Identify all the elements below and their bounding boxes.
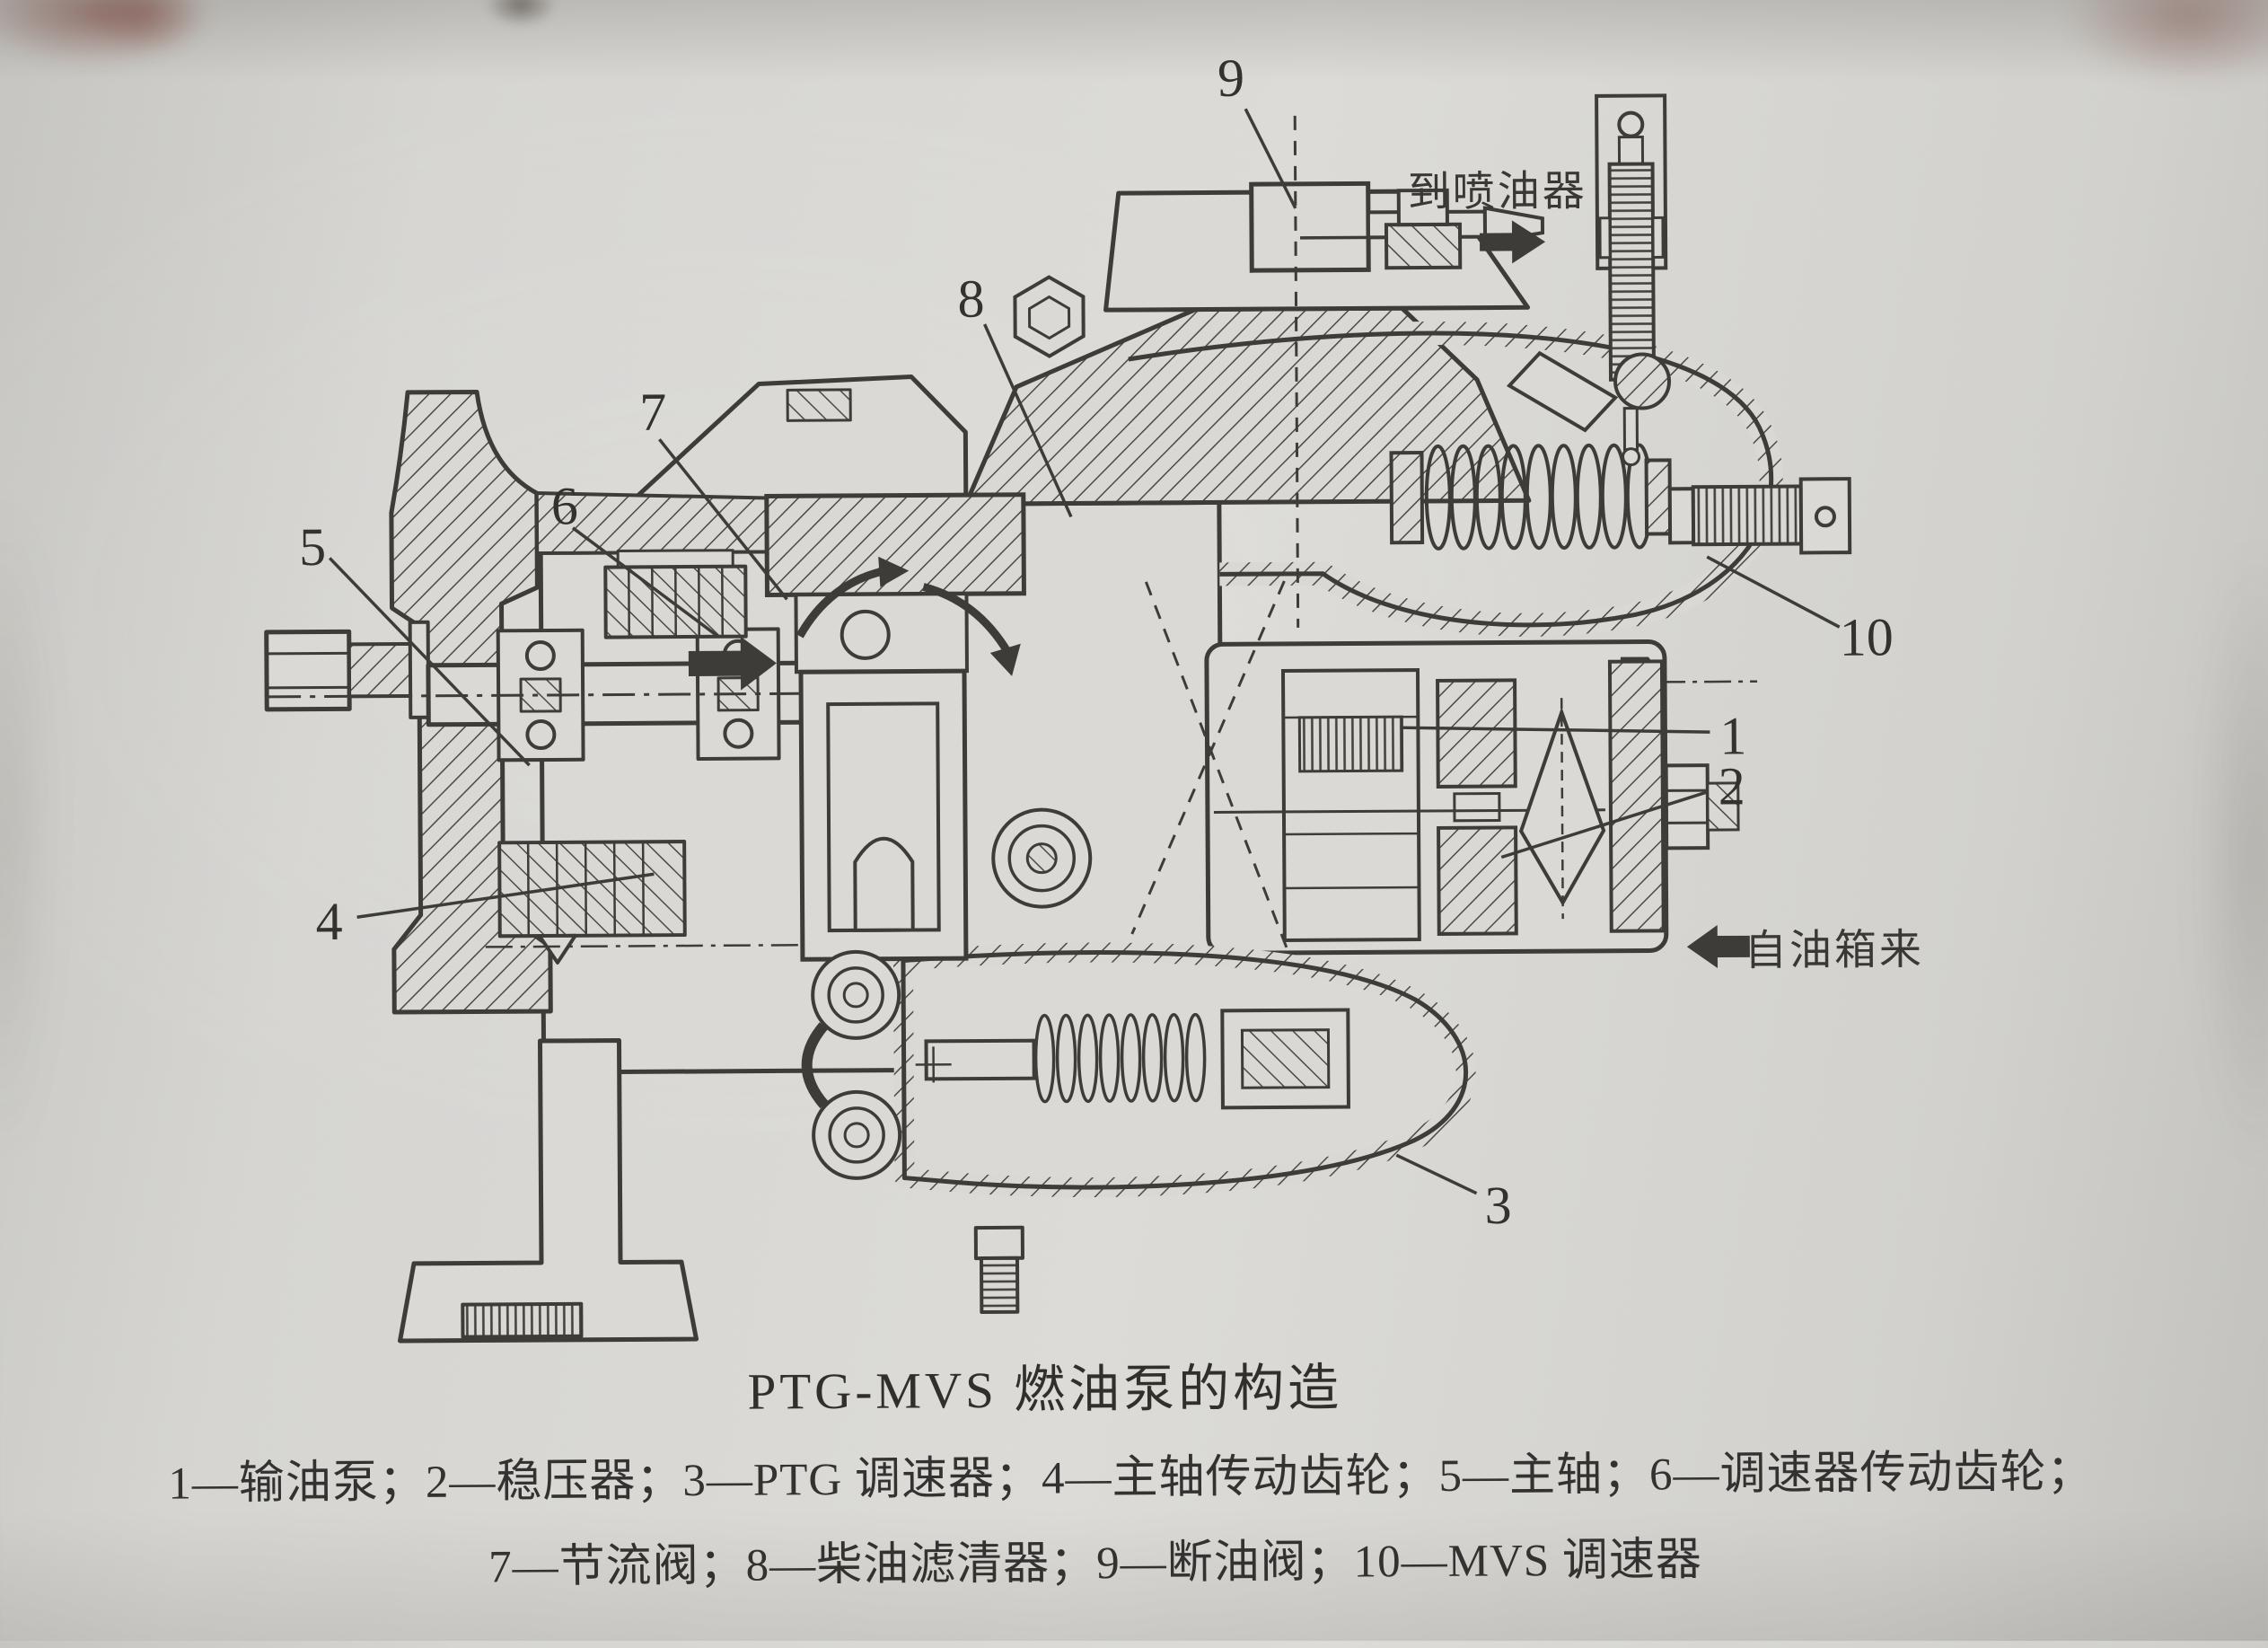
- figure-legend-line1: 1—输油泵；2—稳压器；3—PTG 调速器；4—主轴传动齿轮；5—主轴；6—调速…: [168, 1433, 2094, 1511]
- callout-9: 9: [1218, 48, 1244, 110]
- callout-5: 5: [299, 516, 326, 578]
- annotation-from-tank: 自油箱来: [1745, 914, 1924, 977]
- figure-title: PTG-MVS 燃油泵的构造: [747, 1347, 1342, 1424]
- callout-2: 2: [1719, 755, 1745, 817]
- from-tank-arrow-icon: [1687, 925, 1750, 968]
- callout-6: 6: [551, 475, 578, 537]
- callout-7: 7: [639, 382, 666, 444]
- callout-3: 3: [1484, 1175, 1511, 1237]
- callout-4: 4: [315, 891, 342, 953]
- callout-8: 8: [957, 269, 984, 330]
- callout-10: 10: [1840, 606, 1894, 668]
- annotation-to-injector: 到喷油器: [1407, 155, 1587, 218]
- figure-legend-line2: 7—节流阀；8—柴油滤清器；9—断油阀；10—MVS 调速器: [488, 1521, 1702, 1595]
